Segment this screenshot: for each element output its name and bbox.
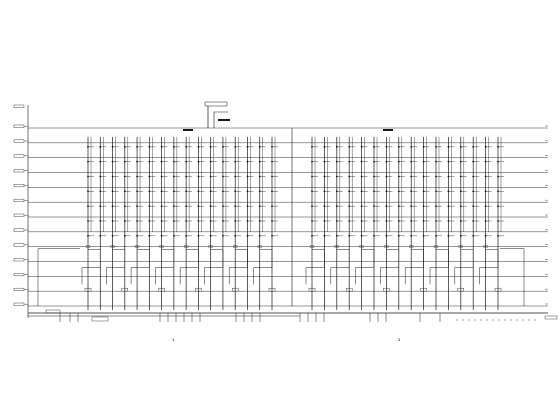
- level-tag: [13, 243, 25, 247]
- bottom-mark-right: ²: [398, 338, 401, 345]
- branch-tag: [183, 245, 189, 248]
- branch-tag: [458, 245, 463, 248]
- valve-box: [121, 287, 129, 292]
- branch-tag: [384, 245, 389, 248]
- level-tag: [13, 213, 25, 217]
- level-tag: [13, 124, 25, 128]
- outlet-tag-right: [544, 315, 558, 320]
- bottom-mark-left: ¹: [172, 338, 175, 345]
- branch-tag: [110, 245, 115, 248]
- valve-box: [268, 287, 276, 292]
- roof-label-bar: [218, 119, 230, 121]
- branch-tag: [233, 245, 238, 248]
- riser-group-right: [311, 136, 504, 310]
- level-tag: [13, 154, 25, 158]
- roof-tag: [383, 129, 393, 131]
- level-tag: [13, 169, 25, 173]
- branch-tag: [409, 245, 414, 248]
- valve-box: [158, 287, 165, 292]
- branch-tag: [208, 245, 213, 248]
- valve-box: [346, 287, 353, 292]
- valve-box: [84, 287, 92, 292]
- riser-group-left: [87, 128, 293, 310]
- level-tag-roof: [13, 104, 25, 108]
- valve-box: [195, 287, 202, 292]
- valve-box: [420, 287, 427, 292]
- branch-tag: [359, 245, 364, 248]
- level-tag: [13, 258, 25, 262]
- branch-tag: [159, 245, 164, 248]
- branch-tag: [334, 245, 339, 248]
- valve-box: [494, 287, 502, 292]
- floor-lines: [27, 105, 548, 318]
- branch-tag: [483, 245, 488, 248]
- outlet-tag: [45, 309, 61, 314]
- base-collector-pipes: [28, 309, 558, 322]
- level-tag: [13, 184, 25, 188]
- roof-tag: [183, 129, 193, 131]
- level-tag: [13, 198, 25, 202]
- level-tag: [13, 228, 25, 232]
- level-tag: [13, 287, 25, 291]
- valve-box: [231, 287, 239, 292]
- level-tag: [13, 139, 25, 143]
- floor-level-labels: [13, 104, 548, 306]
- level-tag: [13, 273, 25, 277]
- valve-box: [457, 287, 464, 292]
- branch-tag: [85, 245, 91, 248]
- branch-tag: [134, 245, 140, 248]
- branch-pipes: [37, 245, 525, 306]
- branch-tag: [257, 245, 262, 248]
- level-tag: [13, 302, 25, 306]
- bottom-marks: ¹ ²: [172, 338, 401, 345]
- valve-box: [383, 287, 390, 292]
- branch-tag: [309, 245, 315, 248]
- roof-equipment: [204, 101, 228, 107]
- roof-vent-structure: [183, 101, 393, 131]
- outlet-box: [91, 316, 109, 322]
- branch-tag: [433, 245, 439, 248]
- valve-box: [308, 287, 316, 292]
